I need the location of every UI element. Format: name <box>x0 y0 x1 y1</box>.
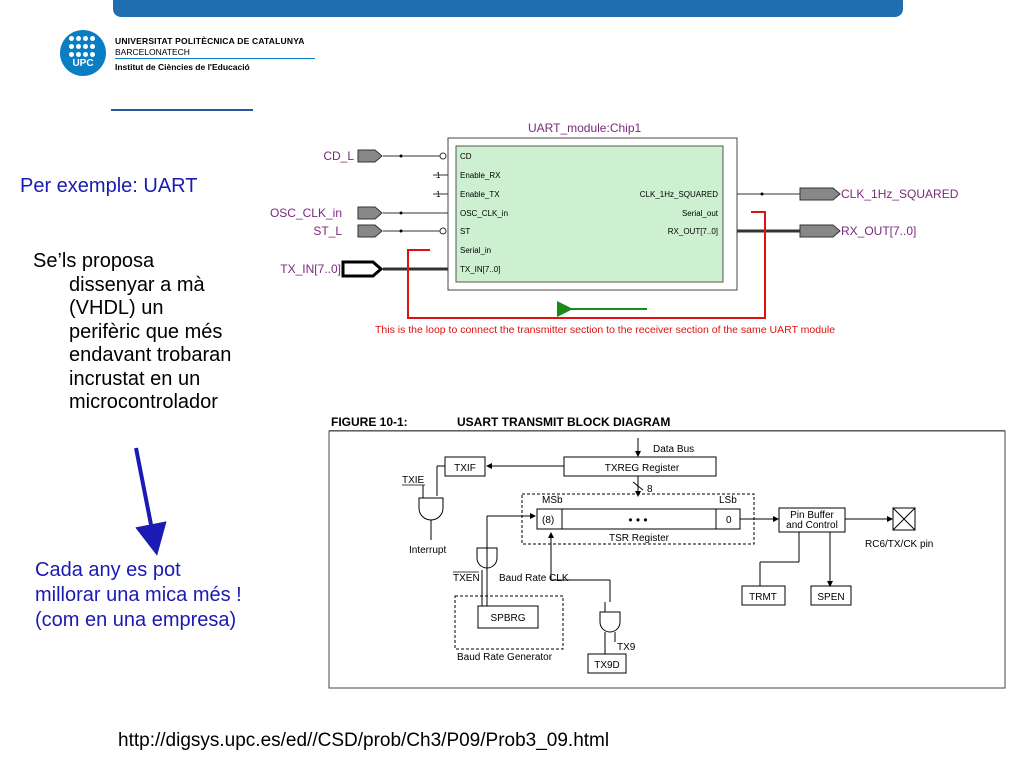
txif-label: TXIF <box>454 463 476 474</box>
output-clk-1hz: CLK_1Hz_SQUARED <box>841 187 959 201</box>
improve-line: millorar una mica més ! <box>35 584 242 606</box>
port-st <box>357 224 383 238</box>
pin-buffer-block <box>778 507 846 533</box>
figure-title: USART TRANSMIT BLOCK DIAGRAM <box>457 415 670 429</box>
top-banner-bar <box>113 0 903 17</box>
lsb-label: LSb <box>719 495 737 506</box>
body-line: Se’ls proposa <box>33 250 155 272</box>
body-line: dissenyar a mà <box>69 273 205 296</box>
data-bus-label: Data Bus <box>653 444 694 455</box>
trmt-label: TRMT <box>749 592 777 603</box>
pin-enable-rx: Enable_RX <box>460 171 501 180</box>
upc-logo-dots <box>69 36 97 58</box>
tx9d-block <box>587 653 627 674</box>
university-name: UNIVERSITAT POLITÈCNICA DE CATALUNYA <box>115 36 305 46</box>
tsr-msb-value: (8) <box>542 515 554 526</box>
input-osc-clk-in: OSC_CLK_in <box>270 206 342 220</box>
usart-transmit-diagram: FIGURE 10-1: USART TRANSMIT BLOCK DIAGRA… <box>328 415 1006 689</box>
loop-caption: This is the loop to connect the transmit… <box>375 324 835 336</box>
spen-label: SPEN <box>817 592 844 603</box>
spen-block <box>810 585 852 606</box>
input-st-l: ST_L <box>313 224 342 238</box>
reference-link[interactable]: http://digsys.upc.es/ed//CSD/prob/Ch3/P0… <box>118 730 610 751</box>
baud-generator-label: Baud Rate Generator <box>457 652 553 663</box>
tsr-dots: • • • <box>628 513 647 527</box>
txreg-label: TXREG Register <box>605 463 680 474</box>
spbrg-label: SPBRG <box>490 613 525 624</box>
uart-module-diagram: UART_module:Chip1 CD Enable_RX Enable_TX… <box>270 121 959 336</box>
port-rx-out <box>799 224 841 238</box>
interrupt-and-gate <box>418 497 444 521</box>
txie-label: TXIE <box>402 475 425 486</box>
improvement-note: Cada any es pot millorar una mica més ! … <box>35 558 242 633</box>
tsr-label: TSR Register <box>609 533 670 544</box>
txen-label: TXEN <box>453 573 480 584</box>
slide-title: Per exemple: UART <box>20 175 198 197</box>
tx9-label: TX9 <box>617 642 636 653</box>
port-cd <box>357 149 383 163</box>
institute-name: Institut de Ciències de l'Educació <box>115 62 250 72</box>
pin-buffer-label: and Control <box>786 520 838 531</box>
pin-cd: CD <box>460 152 472 161</box>
header-divider <box>115 58 315 59</box>
interrupt-label: Interrupt <box>409 545 446 556</box>
pin-rx-out: RX_OUT[7..0] <box>668 227 718 236</box>
improve-line: (com en una empresa) <box>35 609 237 631</box>
baud-and-gate <box>476 547 498 569</box>
body-line: incrustat en un <box>69 367 201 390</box>
pin-enable-tx: Enable_TX <box>460 190 500 199</box>
baud-clk-label: Baud Rate CLK <box>499 573 569 584</box>
loopback-wire <box>407 211 766 319</box>
uart-module-title: UART_module:Chip1 <box>528 121 641 135</box>
pin-st: ST <box>460 227 470 236</box>
figure-label: FIGURE 10-1: <box>331 415 408 429</box>
pin-osc-clk-in: OSC_CLK_in <box>460 209 508 218</box>
pin-serial-out: Serial_out <box>682 209 719 218</box>
university-subtitle: BARCELONATECH <box>115 47 190 57</box>
title-underline <box>111 109 253 111</box>
pin-serial-in: Serial_in <box>460 246 491 255</box>
spbrg-block <box>477 605 539 629</box>
tsr-lsb-value: 0 <box>726 515 732 526</box>
pin-clk-1hz: CLK_1Hz_SQUARED <box>640 190 718 199</box>
port-osc <box>357 206 383 220</box>
body-line: microcontrolador <box>69 391 218 413</box>
slide-body: Se’ls proposa dissenyar a mà (VHDL) un p… <box>33 250 231 415</box>
input-tx-in: TX_IN[7..0] <box>280 262 341 276</box>
body-line: perifèric que més <box>69 320 223 343</box>
body-line: endavant trobaran <box>69 344 232 366</box>
pin-tx-in: TX_IN[7..0] <box>460 265 500 274</box>
tx9-and-gate <box>599 611 621 633</box>
upc-logo-text: UPC <box>72 58 94 69</box>
uart-module-block <box>455 145 724 283</box>
body-line: (VHDL) un <box>69 297 164 319</box>
bus-width-label: 8 <box>647 484 653 495</box>
pin-buffer-label: Pin Buffer <box>790 510 834 521</box>
port-tx-in <box>341 260 384 278</box>
improve-line: Cada any es pot <box>35 559 181 581</box>
rc6-pin-label: RC6/TX/CK pin <box>865 539 933 550</box>
output-rx-out: RX_OUT[7..0] <box>841 224 916 238</box>
trmt-block <box>741 585 786 606</box>
msb-label: MSb <box>542 495 563 506</box>
input-cd-l: CD_L <box>323 149 354 163</box>
tx9d-label: TX9D <box>594 660 620 671</box>
port-clk-out <box>799 187 841 201</box>
